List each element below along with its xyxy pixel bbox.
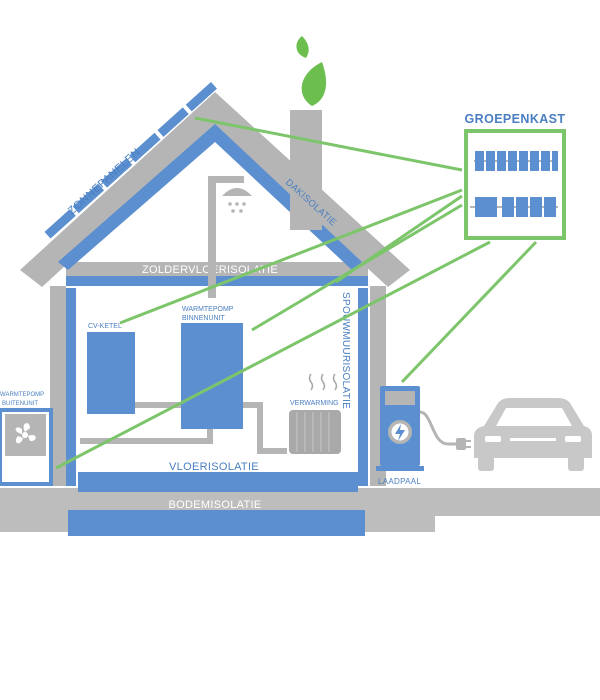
vloerisolatie-bar: VLOERISOLATIE [76, 456, 358, 492]
roof [20, 92, 410, 287]
house-walls [50, 286, 386, 486]
groepenkast-label: GROEPENKAST [465, 112, 566, 126]
verwarming-label: VERWARMING [290, 400, 339, 407]
laadpaal: LAADPAAL [376, 386, 471, 486]
cv-ketel: CV-KETEL [87, 323, 135, 414]
radiator: VERWARMING [289, 373, 341, 454]
warmtepomp-binnen-label-2: BINNENUNIT [182, 315, 226, 322]
solar-panels [44, 81, 218, 239]
warmtepomp-binnen-label-1: WARMTEPOMP [182, 306, 234, 313]
shower-icon [208, 176, 252, 298]
car-icon [474, 398, 592, 471]
warmtepomp-buiten-label-1: WARMTEPOMP [0, 392, 44, 398]
cv-ketel-label: CV-KETEL [88, 323, 122, 330]
zoldervloerisolatie-bar: ZOLDERVLOERISOLATIE [66, 262, 368, 286]
laadpaal-label: LAADPAAL [378, 477, 421, 486]
bodemisolatie-label: BODEMISOLATIE [169, 499, 262, 511]
plug-icon [456, 438, 471, 450]
spouwmuurisolatie-label: SPOUWMUURISOLATIE [340, 292, 351, 409]
fan-icon [15, 423, 36, 444]
groepenkast: GROEPENKAST [464, 112, 566, 240]
heat-waves-icon [308, 373, 338, 391]
bodemisolatie-bar: BODEMISOLATIE [68, 499, 365, 536]
leaf-icon [296, 36, 327, 106]
warmtepomp-binnenunit: WARMTEPOMP BINNENUNIT [181, 306, 243, 429]
lightning-icon [391, 423, 409, 441]
pipes [80, 402, 287, 454]
vloerisolatie-label: VLOERISOLATIE [169, 461, 259, 473]
warmtepomp-buiten-label-2: BUITENUNIT [2, 401, 38, 407]
connection-lines [55, 116, 538, 470]
warmtepomp-buitenunit: WARMTEPOMP BUITENUNIT [0, 392, 53, 486]
